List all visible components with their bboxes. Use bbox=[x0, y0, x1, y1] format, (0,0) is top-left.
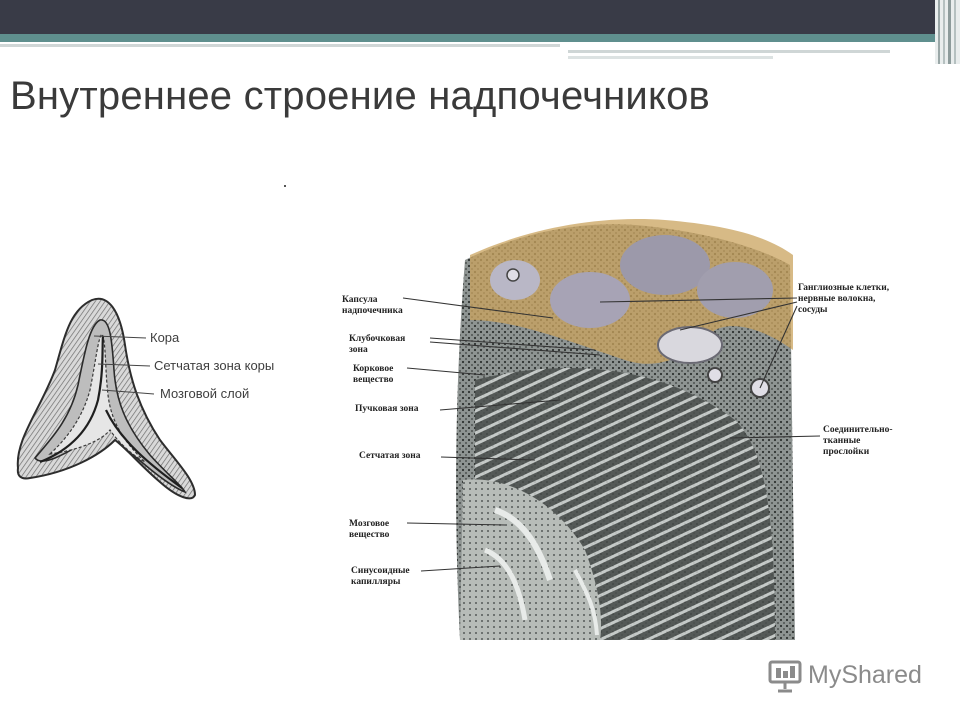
watermark-text: MyShared bbox=[808, 661, 922, 689]
label-fascicular-zone: Пучковая зона bbox=[355, 404, 419, 414]
watermark-logo: MyShared bbox=[768, 657, 928, 697]
header-rule bbox=[568, 50, 890, 53]
presentation-board-icon bbox=[768, 660, 802, 693]
label-reticular-zone: Сетчатая зона bbox=[359, 451, 421, 461]
label-sinusoid-capillaries: Синусоидные капилляры bbox=[351, 566, 412, 587]
figure-label-reticular: Сетчатая зона коры bbox=[154, 358, 274, 373]
header-rule bbox=[568, 56, 773, 59]
label-glomerular-zone: Клубочковая зона bbox=[349, 333, 408, 355]
label-capsule: Капсула надпочечника bbox=[342, 295, 403, 316]
header-stripes bbox=[935, 0, 960, 64]
figure-label-medulla: Мозговой слой bbox=[160, 386, 249, 401]
label-medulla: Мозговое вещество bbox=[349, 519, 391, 540]
label-ganglion-cells: Ганглиозные клетки, нервные волокна, сос… bbox=[798, 283, 892, 315]
label-connective-tissue: Соединительно- тканные прослойки bbox=[823, 425, 895, 457]
histology-figure: Капсула надпочечника Клубочковая зона Ко… bbox=[342, 219, 895, 641]
figure-label-cortex: Кора bbox=[150, 330, 180, 345]
header-bar bbox=[0, 0, 935, 34]
header-accent-bar bbox=[0, 34, 935, 42]
capsule-band bbox=[470, 219, 793, 364]
label-cortex: Корковое вещество bbox=[353, 364, 396, 385]
header-rule bbox=[0, 44, 560, 47]
slide-title: Внутреннее строение надпочечников bbox=[10, 74, 710, 118]
stray-dot bbox=[284, 185, 286, 187]
adrenal-gland-figure: Кора Сетчатая зона коры Мозговой слой bbox=[16, 297, 274, 500]
